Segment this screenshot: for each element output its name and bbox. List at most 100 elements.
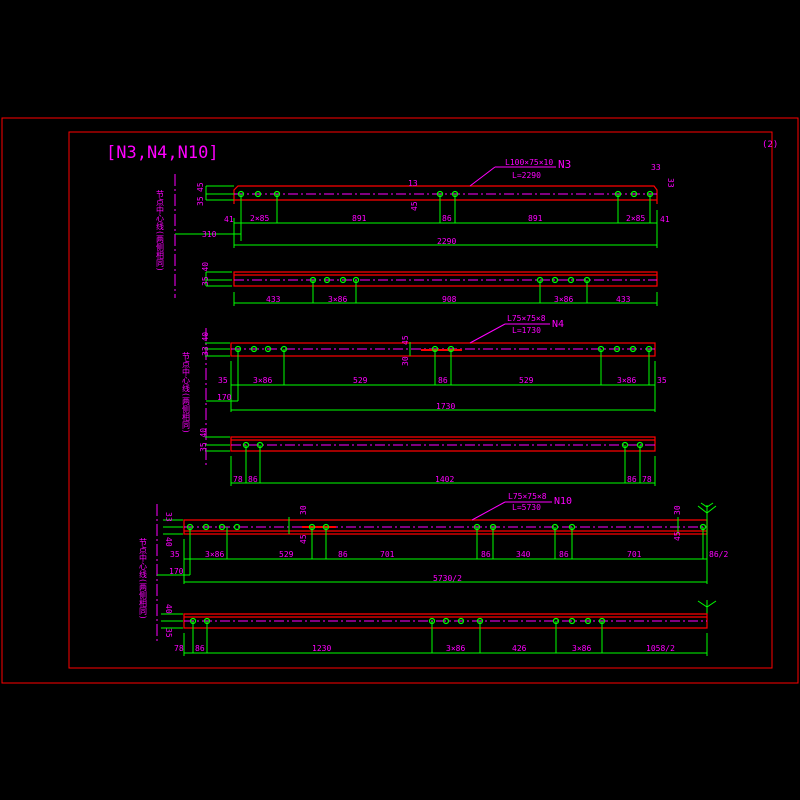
n4-dim: 86 (438, 376, 448, 385)
n10-leader-diag (471, 501, 506, 521)
n3-edge-dim: 45 (410, 201, 419, 211)
n3-mark: N3 (558, 158, 571, 171)
bolt-hole (442, 617, 450, 625)
n4-side-dim: 1402 (435, 475, 454, 484)
n4-total: 1730 (436, 402, 455, 411)
n3-edge-dim: 33 (666, 178, 675, 188)
n10-edge-dim: 33 (164, 512, 173, 522)
bolt-hole (233, 523, 241, 531)
n4-length: L=1730 (512, 326, 541, 335)
inner-frame (68, 131, 773, 669)
n3-dim: 86 (442, 214, 452, 223)
n10-dim: 3×86 (205, 550, 224, 559)
bolt-hole (551, 276, 559, 284)
n10-edge-dim: 40 (164, 537, 173, 547)
n4-side-edge-dim: 35 40 (199, 428, 208, 452)
n10-angle-side-view (183, 613, 708, 629)
n3-dimension-lines (175, 185, 658, 248)
n3-section: L100×75×10 (505, 158, 553, 167)
bolt-hole (264, 345, 272, 353)
n10-group: 节点中心线(两侧相同) L75×75×8 L=5730 N10 35 3×86 … (139, 492, 728, 656)
n10-dim: 340 (516, 550, 531, 559)
bolt-hole (323, 276, 331, 284)
n4-side-dim: 78 (642, 475, 652, 484)
bolt-hole (567, 276, 575, 284)
n4-bolts-top (234, 345, 653, 353)
n3-side-dim: 3×86 (328, 295, 347, 304)
n10-edge-dim: 45 (299, 534, 308, 544)
n4-leader-diag (469, 323, 506, 344)
n10-side-dimension-lines (161, 613, 708, 656)
n3-dim: 891 (528, 214, 543, 223)
n3-dim: 2×85 (626, 214, 645, 223)
n4-side-dim: 86 (627, 475, 637, 484)
n4-section: L75×75×8 (507, 314, 546, 323)
n4-side-dimension-lines (205, 436, 656, 486)
n3-centerline-label: 节点中心线(两侧相同) (156, 190, 165, 272)
n10-bolts-top (186, 523, 707, 531)
n3-dim: 41 (660, 215, 670, 224)
n3-dim: 2×85 (250, 214, 269, 223)
n3-edge-dim: 45 (196, 182, 205, 192)
n4-edge-dim: 30 (401, 356, 410, 366)
n10-edge-dim: 45 (673, 531, 682, 541)
n3-dim: 891 (352, 214, 367, 223)
n3-edge-dim: 13 (408, 179, 418, 188)
n10-dim: 35 (170, 550, 180, 559)
drawing-title: [N3,N4,N10] (106, 143, 219, 163)
n10-side-dim: 1058/2 (646, 644, 675, 653)
n10-dim: 86/2 (709, 550, 728, 559)
n10-dimension-lines (157, 517, 708, 584)
n3-side-edge-dim: 35 40 (201, 262, 210, 286)
bolt-hole (457, 617, 465, 625)
bolt-hole (218, 523, 226, 531)
sheet-number: (2) (762, 140, 778, 150)
n3-side-dim: 433 (616, 295, 631, 304)
bolt-hole (250, 345, 258, 353)
n4-dim: 35 (657, 376, 667, 385)
n4-centerline-label: 节点中心线(两侧相同) (182, 352, 191, 434)
n4-edge-dim: 33 40 (201, 332, 210, 356)
bolt-hole (613, 345, 621, 353)
n10-mark: N10 (554, 496, 572, 507)
n3-angle-top-view (233, 185, 658, 204)
bolt-hole (584, 617, 592, 625)
n10-dim: 86 (338, 550, 348, 559)
n10-symmetry-symbol (697, 502, 717, 614)
n3-total: 2290 (437, 237, 456, 246)
n3-length: L=2290 (512, 171, 541, 180)
n3-group: 节点中心线(两侧相同) L100×75×10 L=2290 N3 41 2×85… (156, 158, 675, 306)
n4-angle-side-view (230, 436, 656, 452)
n10-side-dim: 86 (195, 644, 205, 653)
n10-edge-dim: 30 (299, 505, 308, 515)
n10-side-edge-dim: 40 (164, 604, 173, 614)
n10-side-dim: 78 (174, 644, 184, 653)
n3-dim: 41 (224, 215, 234, 224)
n3-side-dim: 433 (266, 295, 281, 304)
n10-side-dim: 3×86 (572, 644, 591, 653)
n10-dim: 529 (279, 550, 294, 559)
n3-side-dimension-lines (205, 271, 658, 306)
bolt-hole (339, 276, 347, 284)
n4-side-dim: 86 (248, 475, 258, 484)
n4-dim: 3×86 (617, 376, 636, 385)
n10-dim: 701 (380, 550, 395, 559)
n10-side-edge-dim: 35 (164, 628, 173, 638)
n3-angle-side-view (233, 271, 658, 287)
n4-dim: 529 (353, 376, 368, 385)
n10-dim: 701 (627, 550, 642, 559)
n4-dim: 3×86 (253, 376, 272, 385)
n10-side-dim: 426 (512, 644, 527, 653)
n10-edge-dim: 30 (673, 505, 682, 515)
n10-dim: 86 (481, 550, 491, 559)
n10-dim: 86 (559, 550, 569, 559)
n4-dim: 529 (519, 376, 534, 385)
n10-offset: 170 (169, 567, 184, 576)
n4-dimension-lines (205, 342, 656, 412)
n4-side-dim: 78 (233, 475, 243, 484)
n3-leader-diag (469, 166, 496, 187)
n10-side-dim: 1230 (312, 644, 331, 653)
n4-edge-dim: 45 (401, 335, 410, 345)
n10-total: 5730/2 (433, 574, 462, 583)
